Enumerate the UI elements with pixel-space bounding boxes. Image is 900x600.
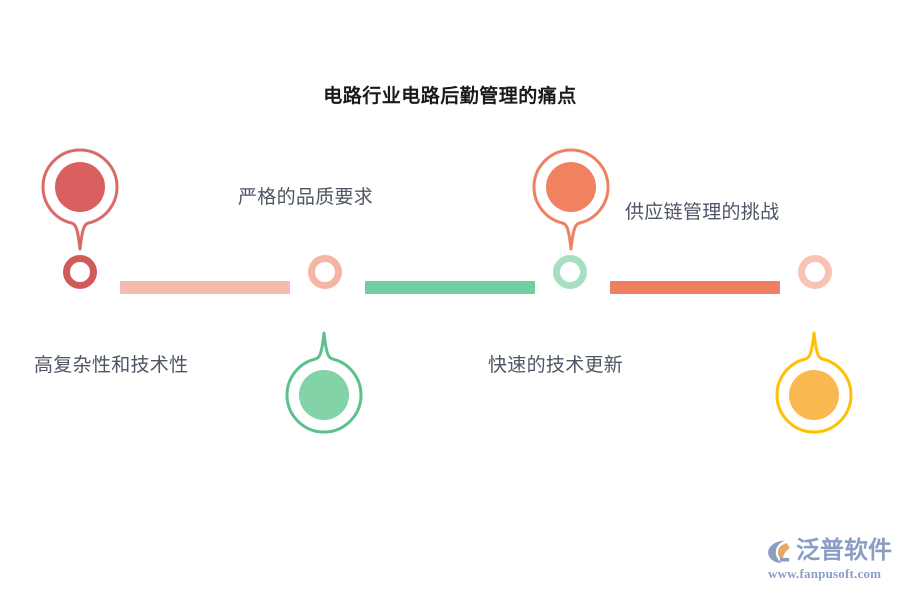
page-title: 电路行业电路后勤管理的痛点 (323, 86, 577, 107)
map-pin-icon-complexity[interactable] (285, 330, 363, 434)
pin-label-supply-chain: 供应链管理的挑战 (625, 202, 780, 223)
timeline-node-2[interactable] (308, 255, 342, 289)
timeline-segment-1 (120, 281, 290, 294)
map-pin-icon-tech-update[interactable] (775, 330, 853, 434)
timeline-node-1[interactable] (63, 255, 97, 289)
logo-row: 泛普软件 (766, 536, 892, 566)
pin-label-tech-update: 快速的技术更新 (488, 355, 624, 376)
timeline-rail (0, 255, 900, 321)
logo-url-text: www.fanpusoft.com (768, 566, 882, 581)
logo-brand-text: 泛普软件 (796, 537, 892, 564)
fanpu-logo-icon (768, 540, 790, 563)
pin-label-quality: 严格的品质要求 (238, 187, 374, 208)
brand-logo[interactable]: 泛普软件 www.fanpusoft.com (766, 536, 894, 584)
map-pin-icon-quality[interactable] (41, 148, 119, 252)
timeline-node-3[interactable] (553, 255, 587, 289)
pin-label-complexity: 高复杂性和技术性 (34, 355, 189, 376)
timeline-node-4[interactable] (798, 255, 832, 289)
timeline-segment-3 (610, 281, 780, 294)
map-pin-icon-supply-chain[interactable] (532, 148, 610, 252)
timeline-segment-2 (365, 281, 535, 294)
